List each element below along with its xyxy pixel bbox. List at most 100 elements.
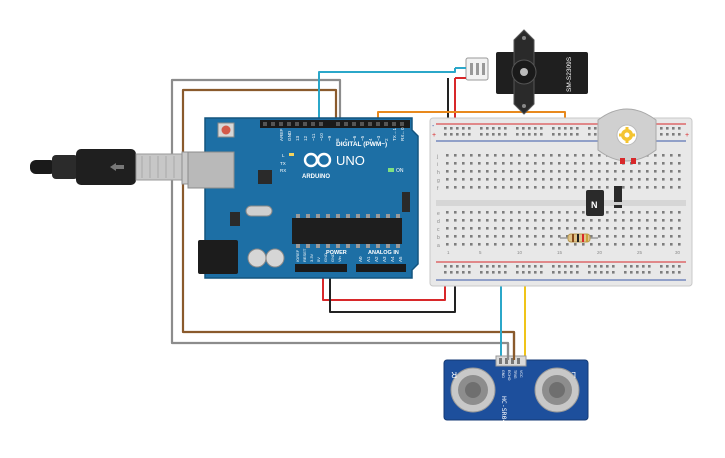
breadboard-hole[interactable]	[446, 243, 449, 246]
reset-button-cap[interactable]	[221, 125, 231, 135]
npn-transistor[interactable]: N	[586, 190, 604, 216]
rail-hole[interactable]	[528, 271, 531, 274]
breadboard-hole[interactable]	[622, 227, 625, 230]
breadboard-hole[interactable]	[566, 186, 569, 189]
rail-hole[interactable]	[672, 127, 675, 130]
breadboard-hole[interactable]	[638, 235, 641, 238]
breadboard-hole[interactable]	[518, 227, 521, 230]
breadboard-hole[interactable]	[590, 154, 593, 157]
breadboard-hole[interactable]	[518, 211, 521, 214]
breadboard-hole[interactable]	[574, 227, 577, 230]
breadboard-hole[interactable]	[670, 170, 673, 173]
breadboard-hole[interactable]	[518, 219, 521, 222]
breadboard-hole[interactable]	[582, 170, 585, 173]
breadboard-hole[interactable]	[494, 243, 497, 246]
breadboard-hole[interactable]	[558, 243, 561, 246]
rail-hole[interactable]	[450, 133, 453, 136]
breadboard-hole[interactable]	[630, 211, 633, 214]
breadboard-hole[interactable]	[622, 235, 625, 238]
breadboard-hole[interactable]	[454, 243, 457, 246]
breadboard-hole[interactable]	[446, 162, 449, 165]
rail-hole[interactable]	[606, 265, 609, 268]
breadboard-hole[interactable]	[582, 186, 585, 189]
breadboard-hole[interactable]	[454, 178, 457, 181]
breadboard-hole[interactable]	[542, 170, 545, 173]
rail-hole[interactable]	[480, 127, 483, 130]
breadboard-hole[interactable]	[510, 178, 513, 181]
breadboard-hole[interactable]	[654, 186, 657, 189]
breadboard-hole[interactable]	[566, 178, 569, 181]
rail-hole[interactable]	[678, 127, 681, 130]
breadboard-hole[interactable]	[670, 186, 673, 189]
rail-hole[interactable]	[486, 133, 489, 136]
breadboard-hole[interactable]	[582, 227, 585, 230]
rail-hole[interactable]	[630, 271, 633, 274]
breadboard-hole[interactable]	[478, 170, 481, 173]
breadboard-hole[interactable]	[454, 219, 457, 222]
breadboard-hole[interactable]	[558, 211, 561, 214]
power-header[interactable]	[295, 264, 347, 272]
rail-hole[interactable]	[480, 271, 483, 274]
rail-hole[interactable]	[660, 265, 663, 268]
rail-hole[interactable]	[558, 265, 561, 268]
breadboard-hole[interactable]	[582, 162, 585, 165]
rail-hole[interactable]	[540, 271, 543, 274]
breadboard-hole[interactable]	[542, 211, 545, 214]
rail-hole[interactable]	[486, 265, 489, 268]
rail-hole[interactable]	[558, 127, 561, 130]
breadboard-hole[interactable]	[558, 235, 561, 238]
breadboard-hole[interactable]	[526, 186, 529, 189]
breadboard-hole[interactable]	[462, 243, 465, 246]
breadboard-hole[interactable]	[550, 219, 553, 222]
breadboard-hole[interactable]	[470, 178, 473, 181]
rail-hole[interactable]	[534, 271, 537, 274]
breadboard-hole[interactable]	[582, 219, 585, 222]
breadboard-hole[interactable]	[550, 211, 553, 214]
breadboard-hole[interactable]	[470, 170, 473, 173]
rail-hole[interactable]	[456, 271, 459, 274]
rail-hole[interactable]	[648, 271, 651, 274]
breadboard-hole[interactable]	[518, 235, 521, 238]
breadboard-hole[interactable]	[494, 219, 497, 222]
breadboard-hole[interactable]	[678, 162, 681, 165]
breadboard-hole[interactable]	[526, 178, 529, 181]
breadboard-hole[interactable]	[534, 243, 537, 246]
rail-hole[interactable]	[636, 271, 639, 274]
breadboard-hole[interactable]	[446, 170, 449, 173]
breadboard-hole[interactable]	[574, 154, 577, 157]
breadboard-hole[interactable]	[526, 170, 529, 173]
rail-hole[interactable]	[462, 133, 465, 136]
rail-hole[interactable]	[588, 127, 591, 130]
breadboard-hole[interactable]	[678, 178, 681, 181]
rail-hole[interactable]	[648, 265, 651, 268]
breadboard-hole[interactable]	[494, 162, 497, 165]
breadboard-hole[interactable]	[558, 170, 561, 173]
breadboard-hole[interactable]	[542, 235, 545, 238]
breadboard-hole[interactable]	[670, 219, 673, 222]
breadboard-hole[interactable]	[526, 227, 529, 230]
breadboard-hole[interactable]	[558, 227, 561, 230]
breadboard-hole[interactable]	[502, 154, 505, 157]
rail-hole[interactable]	[534, 265, 537, 268]
breadboard-hole[interactable]	[678, 211, 681, 214]
rail-hole[interactable]	[492, 271, 495, 274]
breadboard-hole[interactable]	[598, 235, 601, 238]
breadboard-hole[interactable]	[470, 219, 473, 222]
breadboard-hole[interactable]	[654, 243, 657, 246]
breadboard-hole[interactable]	[550, 227, 553, 230]
breadboard-hole[interactable]	[510, 227, 513, 230]
breadboard-hole[interactable]	[582, 154, 585, 157]
breadboard-hole[interactable]	[486, 154, 489, 157]
rail-hole[interactable]	[564, 127, 567, 130]
rail-hole[interactable]	[468, 265, 471, 268]
rail-hole[interactable]	[600, 271, 603, 274]
rail-hole[interactable]	[468, 133, 471, 136]
rail-hole[interactable]	[564, 271, 567, 274]
rail-hole[interactable]	[678, 271, 681, 274]
rail-hole[interactable]	[678, 133, 681, 136]
rail-hole[interactable]	[516, 127, 519, 130]
breadboard-hole[interactable]	[510, 219, 513, 222]
rail-hole[interactable]	[612, 265, 615, 268]
breadboard-hole[interactable]	[662, 186, 665, 189]
breadboard-hole[interactable]	[478, 154, 481, 157]
